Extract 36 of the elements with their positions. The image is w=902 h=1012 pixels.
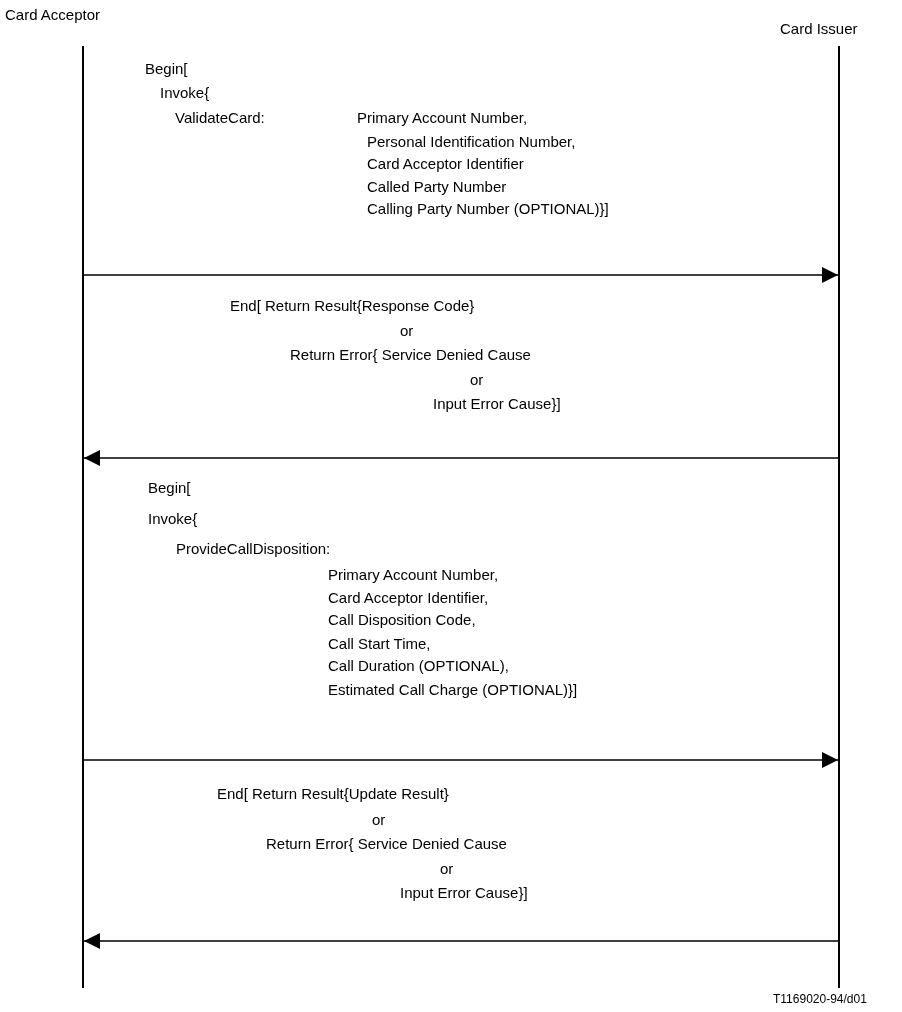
message-text: ProvideCallDisposition:: [176, 540, 331, 558]
message-text: Card Acceptor Identifier,: [328, 589, 489, 607]
message-text: Invoke{: [148, 510, 198, 528]
message-text: or: [372, 811, 386, 829]
message-text: Begin[: [145, 60, 188, 78]
message-text: or: [440, 860, 454, 878]
message-text: Primary Account Number,: [328, 566, 499, 584]
message-text: End[ Return Result{Response Code}: [230, 297, 475, 315]
message-text: Called Party Number: [367, 178, 507, 196]
message-text: Call Disposition Code,: [328, 611, 476, 629]
figure-id: T1169020-94/d01: [773, 991, 867, 1008]
message-arrow: [83, 267, 839, 283]
message-text: Primary Account Number,: [357, 109, 528, 127]
message-text: Personal Identification Number,: [367, 133, 576, 151]
message-text: Calling Party Number (OPTIONAL)}]: [367, 200, 609, 218]
message-text: Call Start Time,: [328, 635, 431, 653]
message-text: Return Error{ Service Denied Cause: [266, 835, 507, 853]
message-text: Card Acceptor Identifier: [367, 155, 524, 173]
message-text: Call Duration (OPTIONAL),: [328, 657, 509, 675]
message-text: Invoke{: [160, 84, 210, 102]
message-text: or: [470, 371, 484, 389]
message-text: Input Error Cause}]: [433, 395, 561, 413]
message-arrow: [83, 752, 839, 768]
message-arrow: [83, 450, 841, 466]
message-text: or: [400, 322, 414, 340]
participant-name: Card Issuer: [780, 20, 858, 38]
message-text: Return Error{ Service Denied Cause: [290, 346, 531, 364]
participant: [5, 6, 101, 988]
message-arrow: [83, 933, 841, 949]
message-text: Estimated Call Charge (OPTIONAL)}]: [328, 681, 578, 699]
participant: [780, 20, 858, 988]
participant-name: Card Acceptor: [5, 6, 101, 24]
message-text: ValidateCard:: [175, 109, 265, 127]
message-text: Begin[: [148, 479, 191, 497]
message-text: Input Error Cause}]: [400, 884, 528, 902]
message-text: End[ Return Result{Update Result}: [217, 785, 449, 803]
